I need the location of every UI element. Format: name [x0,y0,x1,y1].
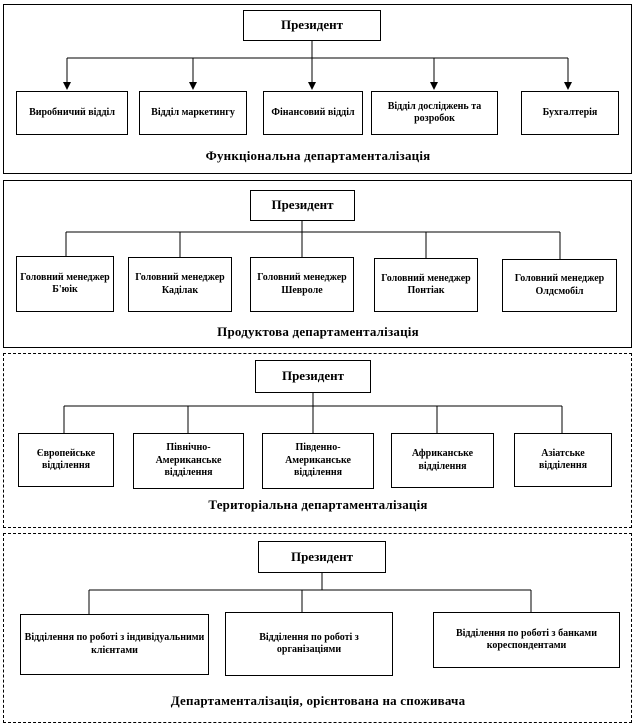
unit-buick: Головний менеджер Б'юік [16,256,114,312]
panel-territorial [3,353,632,528]
unit-rnd: Відділ досліджень та розробок [371,91,498,135]
unit-cadillac: Головний менеджер Каділак [128,257,232,312]
unit-production: Виробничий відділ [16,91,128,135]
unit-organizations: Відділення по роботі з організаціями [225,612,393,676]
caption-consumer: Департаменталізація, орієнтована на спож… [170,693,466,708]
unit-finance: Фінансовий відділ [263,91,363,135]
unit-oldsmobile: Головний менеджер Олдсмобіл [502,259,617,312]
president-box: Президент [243,10,381,41]
unit-individual-clients: Відділення по роботі з індивідуальними к… [20,614,209,675]
unit-europe: Європейське відділення [18,433,114,487]
caption-functional: Функціональна департаменталізація [205,148,431,163]
president-box: Президент [255,360,371,393]
unit-north-america: Північно-Американське відділення [133,433,244,489]
unit-asia: Азіатське відділення [514,433,612,487]
panel-consumer [3,533,632,723]
unit-marketing: Відділ маркетингу [139,91,247,135]
president-box: Президент [250,190,355,221]
panel-functional [3,4,632,174]
unit-accounting: Бухгалтерія [521,91,619,135]
unit-africa: Африканське відділення [391,433,494,488]
unit-correspondent-banks: Відділення по роботі з банками кореспонд… [433,612,620,668]
unit-chevrolet: Головний менеджер Шевроле [250,257,354,312]
president-box: Президент [258,541,386,573]
unit-south-america: Південно-Американське відділення [262,433,374,489]
panel-product [3,180,632,348]
unit-pontiac: Головний менеджер Понтіак [374,258,478,312]
caption-territorial: Територіальна департаменталізація [208,497,428,512]
caption-product: Продуктова департаменталізація [217,324,419,339]
